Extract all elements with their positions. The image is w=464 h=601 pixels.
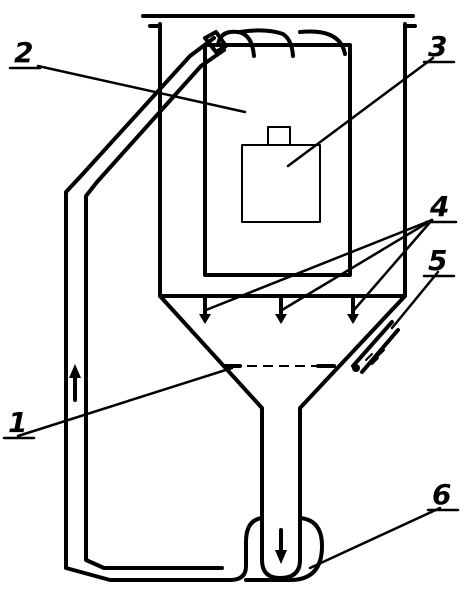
label-1: 1 bbox=[8, 406, 27, 439]
sump-outer bbox=[244, 516, 324, 582]
specimen-box bbox=[241, 144, 321, 223]
flow-arc-2 bbox=[238, 28, 295, 58]
leader-1 bbox=[16, 366, 234, 438]
nozzle-left bbox=[199, 294, 211, 324]
label-4: 4 bbox=[429, 190, 449, 223]
leader-6 bbox=[308, 506, 442, 570]
flow-arc-3 bbox=[298, 29, 347, 56]
nozzle-middle bbox=[275, 294, 287, 324]
label-2: 2 bbox=[14, 36, 33, 69]
down-arrow-icon bbox=[275, 528, 287, 564]
leader-4a bbox=[204, 218, 434, 312]
return-pipe-inner bbox=[84, 48, 226, 570]
leader-4b bbox=[280, 218, 434, 312]
vessel-body bbox=[158, 22, 407, 514]
leader-4c bbox=[352, 218, 434, 312]
up-arrow-icon bbox=[69, 364, 81, 402]
leader-2 bbox=[36, 64, 247, 114]
nozzle-right bbox=[347, 294, 359, 324]
label-6: 6 bbox=[432, 478, 451, 511]
leader-5 bbox=[390, 270, 440, 330]
label-5: 5 bbox=[428, 244, 447, 277]
side-heater bbox=[351, 320, 400, 374]
sump-bottom bbox=[260, 510, 302, 580]
pipe-inlet bbox=[203, 30, 228, 54]
inner-chamber bbox=[203, 43, 352, 277]
label-3: 3 bbox=[428, 30, 447, 63]
specimen-handle bbox=[267, 126, 291, 146]
return-pipe-outer bbox=[64, 36, 248, 582]
leader-3 bbox=[286, 56, 435, 168]
